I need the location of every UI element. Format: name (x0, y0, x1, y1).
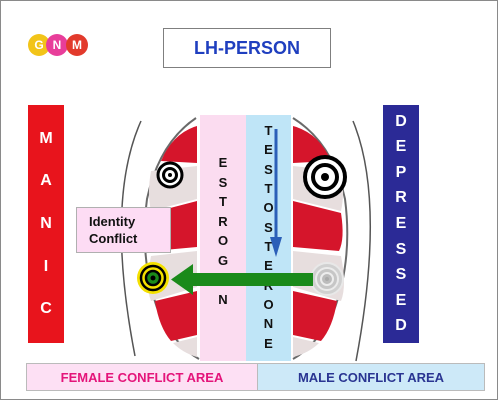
depressed-letter: D (395, 317, 407, 335)
depressed-letter: S (395, 266, 407, 284)
testosterone-letter: E (264, 142, 273, 158)
relay (293, 126, 331, 163)
manic-letter: C (40, 300, 52, 318)
relay (173, 337, 197, 357)
logo-letter-n: N (46, 34, 68, 56)
identity-line-1: Identity (89, 214, 136, 229)
estrogen-letter: O (217, 233, 229, 249)
hamer-focus-active-icon (137, 262, 169, 294)
testosterone-letter: O (263, 200, 274, 216)
identity-line-2: Conflict (89, 231, 138, 246)
testosterone-letter: O (263, 297, 274, 313)
relay (293, 337, 319, 357)
testosterone-letter: S (264, 161, 273, 177)
depressed-letter: D (395, 112, 407, 130)
testosterone-letter: S (264, 219, 273, 235)
skull-arc (352, 120, 371, 362)
hamer-focus-large-icon (303, 155, 347, 199)
depressed-letter: E (395, 291, 407, 309)
identity-conflict-label: Identity Conflict (76, 207, 171, 253)
hamer-focus-small-icon (156, 161, 184, 189)
manic-letter: N (40, 214, 52, 232)
male-conflict-area: MALE CONFLICT AREA (257, 363, 485, 391)
slide-title: LH-PERSON (163, 28, 331, 68)
testosterone-letter: T (264, 181, 273, 197)
down-arrow-icon (270, 129, 282, 257)
logo-letter-g: G (28, 34, 50, 56)
testosterone-letter: T (264, 239, 273, 255)
manic-letter: I (43, 257, 49, 275)
testosterone-letter: E (264, 335, 273, 351)
depressed-letter: P (395, 163, 407, 181)
estrogen-letter: N (218, 291, 228, 307)
relay (161, 126, 197, 163)
testosterone-letter: N (263, 316, 274, 332)
manic-letter: A (40, 172, 52, 190)
estrogen-letter: T (219, 194, 227, 210)
shift-arrow-icon (171, 264, 313, 295)
estrogen-letter: G (217, 252, 229, 268)
logo-letter-m: M (66, 34, 88, 56)
relay (155, 291, 197, 341)
depressed-bar: D E P R E S S E D (383, 105, 419, 343)
depressed-letter: E (395, 214, 407, 232)
testosterone-letter: T (264, 123, 273, 139)
relay (293, 291, 337, 341)
hamer-focus-faded-icon (310, 262, 344, 296)
testosterone-letter: E (264, 258, 273, 274)
manic-letter: M (39, 129, 53, 147)
estrogen-letter: S (218, 174, 228, 190)
gnm-logo: G N M (28, 34, 92, 56)
relay (293, 201, 343, 251)
depressed-letter: E (395, 138, 407, 156)
depressed-letter: S (395, 240, 407, 258)
manic-bar: M A N I C (28, 105, 64, 343)
female-conflict-area: FEMALE CONFLICT AREA (26, 363, 258, 391)
depressed-letter: R (395, 189, 407, 207)
estrogen-letter: E (218, 155, 228, 171)
estrogen-band: E S T R O G E N (200, 115, 246, 361)
estrogen-letter: R (218, 213, 228, 229)
